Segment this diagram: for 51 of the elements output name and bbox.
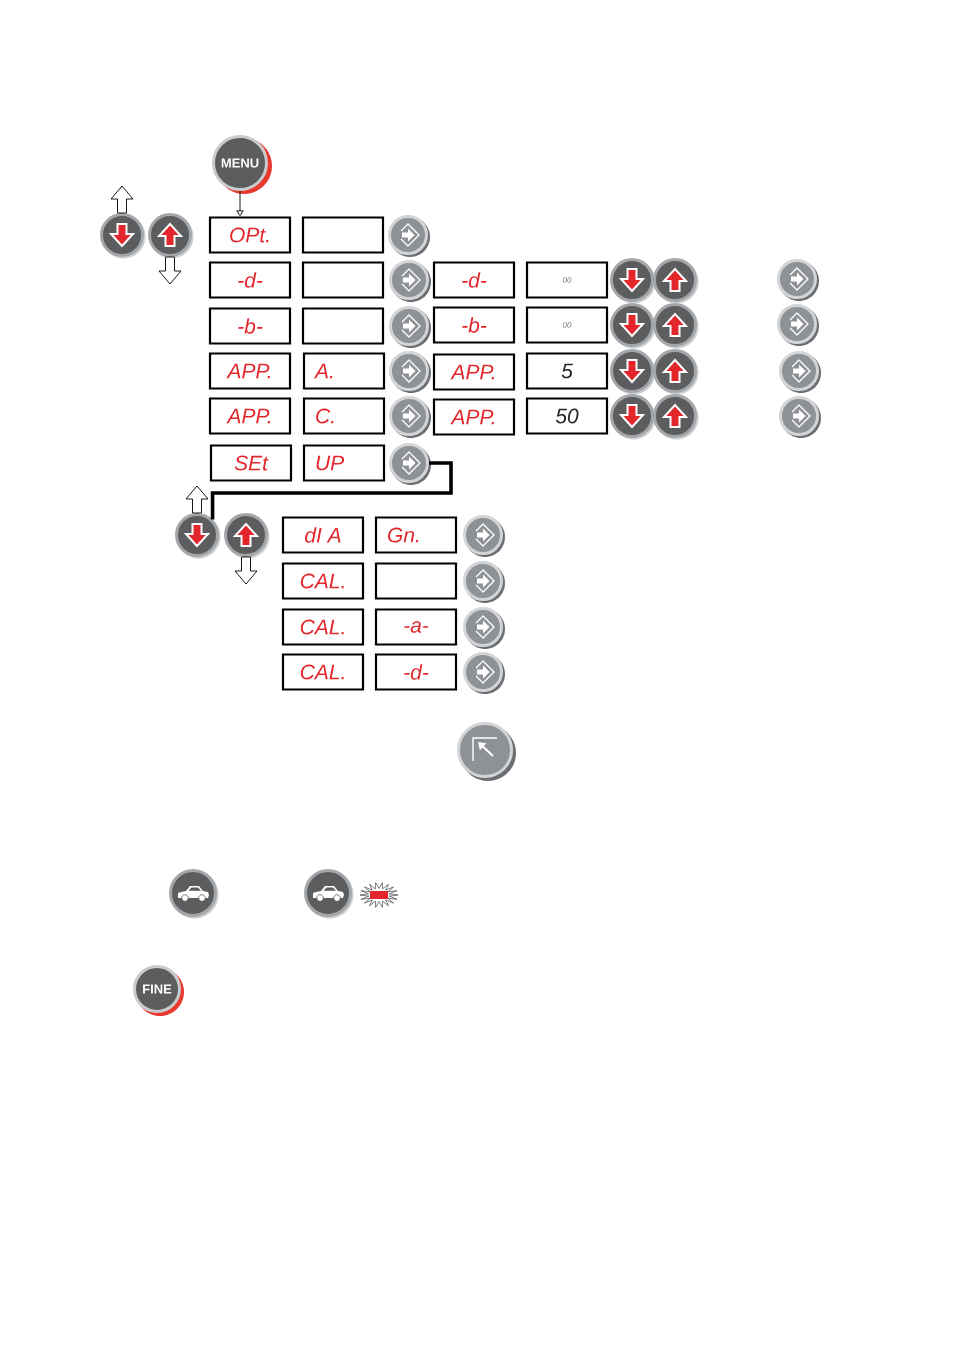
enter-button xyxy=(389,443,431,485)
display-box: -d- xyxy=(208,261,292,299)
enter-button xyxy=(777,304,819,346)
enter-button xyxy=(463,652,505,694)
arrow xyxy=(158,256,182,285)
arrow xyxy=(234,556,258,585)
connector-line xyxy=(210,461,453,520)
display-box: 00 xyxy=(525,306,609,344)
arrow xyxy=(110,185,134,214)
enter-button xyxy=(463,561,505,603)
display-box: APP. xyxy=(432,398,516,436)
display-box: dI A xyxy=(281,516,365,554)
display-box: CAL. xyxy=(281,608,365,646)
enter-button xyxy=(389,351,431,393)
display-box xyxy=(374,562,458,600)
fine-button: FINE xyxy=(133,965,184,1016)
enter-button xyxy=(388,215,430,257)
display-box: OPt. xyxy=(208,216,292,254)
enter-button xyxy=(389,396,431,438)
arrow xyxy=(236,190,244,217)
display-box xyxy=(301,216,385,254)
display-box: APP. xyxy=(208,352,292,390)
escape-button xyxy=(457,722,516,781)
display-box: CAL. xyxy=(281,562,365,600)
display-box xyxy=(301,261,385,299)
enter-button xyxy=(463,515,505,557)
display-box: C. xyxy=(302,397,386,435)
display-box: 00 xyxy=(525,261,609,299)
enter-button xyxy=(779,351,821,393)
enter-button xyxy=(779,396,821,438)
enter-button xyxy=(389,260,431,302)
display-box: SEt xyxy=(209,444,293,482)
display-box: APP. xyxy=(208,397,292,435)
display-box: -a- xyxy=(374,608,458,646)
enter-button xyxy=(389,306,431,348)
display-box: 5 xyxy=(525,352,609,390)
display-box: 50 xyxy=(525,397,609,435)
display-box: CAL. xyxy=(281,653,365,691)
enter-button xyxy=(463,607,505,649)
display-box: -b- xyxy=(208,307,292,345)
display-box: A. xyxy=(302,352,386,390)
display-box: Gn. xyxy=(374,516,458,554)
menu-button: MENU xyxy=(212,135,272,194)
display-box: -d- xyxy=(374,653,458,691)
display-box: -d- xyxy=(432,261,516,299)
arrow xyxy=(185,485,209,514)
display-box: UP xyxy=(302,444,386,482)
enter-button xyxy=(777,259,819,301)
display-box xyxy=(301,307,385,345)
display-box: APP. xyxy=(432,353,516,391)
display-box: -b- xyxy=(432,306,516,344)
